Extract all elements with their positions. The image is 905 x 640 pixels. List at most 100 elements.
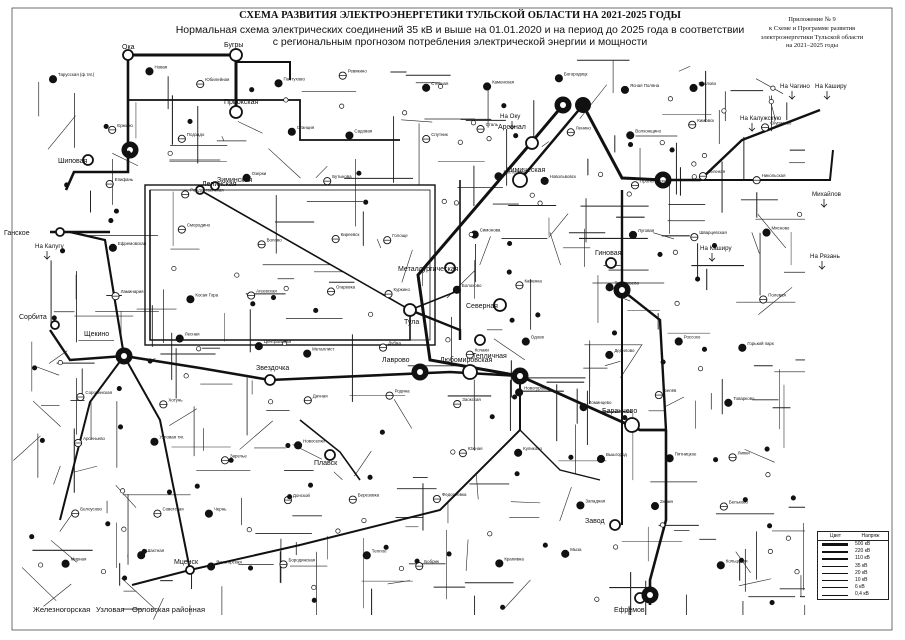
tap-node xyxy=(691,161,697,167)
line-110kv xyxy=(315,165,328,178)
substation-label: Восточная xyxy=(504,169,526,174)
direction-arrow xyxy=(43,251,51,260)
tap-node xyxy=(697,366,704,372)
tap-node xyxy=(167,150,173,156)
substation-label-key: Мценск xyxy=(174,559,199,566)
line-110kv xyxy=(758,287,793,315)
substation-label: Сталь xyxy=(486,122,499,127)
substation-label: Богородицк xyxy=(564,71,588,76)
tap-node xyxy=(489,414,495,420)
line-110kv xyxy=(493,338,525,361)
substation-label: Бельково xyxy=(729,500,749,505)
tap-node xyxy=(446,551,452,557)
substation-label: Пастухово xyxy=(284,76,306,81)
tap-node xyxy=(108,218,114,224)
tap-node xyxy=(768,99,774,105)
line-110kv xyxy=(653,232,675,240)
tap-node xyxy=(120,488,126,494)
substation-label: Хотунь xyxy=(168,397,183,402)
substation-label: Садовая xyxy=(354,129,372,134)
substation-label-key: Бугры xyxy=(224,42,243,49)
substation-node xyxy=(494,172,503,181)
substation-label: Станция xyxy=(297,125,315,130)
substation-node-key xyxy=(195,185,205,195)
substation-label: Дачная xyxy=(313,393,328,398)
substation-label: Донской xyxy=(293,493,310,498)
legend-line-swatch xyxy=(818,543,851,547)
tap-node xyxy=(313,307,319,314)
substation-label: Ленино xyxy=(576,125,592,130)
appendix-line: электроэнергетики Тульской области xyxy=(760,33,864,41)
power-plant-core xyxy=(619,287,625,293)
power-plant-core xyxy=(517,373,523,379)
substation-node-key xyxy=(403,303,417,317)
line-110kv xyxy=(43,583,72,607)
tap-node xyxy=(500,604,506,610)
tap-node xyxy=(361,517,367,524)
legend-row: 110 кВ xyxy=(818,555,888,562)
tap-node xyxy=(701,153,708,159)
tap-node xyxy=(764,446,770,452)
line-110kv xyxy=(333,471,343,480)
substation-label: Шварцевская xyxy=(699,230,727,235)
tap-node xyxy=(453,200,459,206)
line-220kv xyxy=(519,374,666,432)
substation-label: Тарусская (ф.тяг.) xyxy=(58,72,95,77)
tap-node xyxy=(660,359,666,365)
substation-label: Крапивна xyxy=(504,556,524,561)
substation-node xyxy=(514,448,523,457)
legend-row: 10 кВ xyxy=(818,577,888,584)
substation-node-key xyxy=(82,154,94,166)
substation-label-key: Лаврово xyxy=(382,357,410,364)
tap-node xyxy=(613,544,619,550)
substation-label: Рождественская xyxy=(190,187,224,192)
substation-label: Никольская xyxy=(762,173,786,178)
direction-label: На Каширу xyxy=(815,83,847,90)
legend-line-swatch xyxy=(818,550,851,553)
substation-label: Куркино xyxy=(394,287,411,292)
line-220kv xyxy=(49,329,125,362)
tap-node xyxy=(283,285,289,292)
tap-node xyxy=(701,346,708,352)
substation-label: Бородинская xyxy=(288,557,315,562)
substation-label: Белёв xyxy=(664,388,677,393)
appendix-note: Приложение № 9 к Схеме и Программе разви… xyxy=(737,16,887,51)
substation-label-key: Звездочка xyxy=(256,365,289,372)
tap-node xyxy=(667,96,673,102)
line-110kv xyxy=(579,84,608,119)
substation-label: Кочаки xyxy=(475,348,490,353)
substation-node xyxy=(422,83,431,92)
direction-label: Михайлов xyxy=(812,191,842,198)
diagram-subtitle-line1: Нормальная схема электрических соединени… xyxy=(175,24,745,36)
tap-node xyxy=(250,301,256,307)
line-110kv xyxy=(47,115,76,150)
tap-node xyxy=(249,87,255,93)
substation-label: Сорочинская xyxy=(85,390,112,395)
direction-label: На Чагино xyxy=(780,83,810,90)
tap-node xyxy=(187,118,193,125)
tap-node xyxy=(64,182,70,188)
tap-node xyxy=(113,208,119,214)
line-110kv xyxy=(548,213,569,238)
legend-row: 500 кВ xyxy=(818,541,888,548)
tap-node xyxy=(141,548,147,554)
substation-node xyxy=(108,243,117,252)
substation-node xyxy=(345,131,354,140)
substation-node xyxy=(61,559,70,568)
line-110kv xyxy=(50,540,77,563)
legend-voltage-label: 6 кВ xyxy=(855,584,865,591)
tap-node xyxy=(695,276,701,282)
substation-label: Березовка xyxy=(358,493,380,498)
line-220kv xyxy=(123,355,191,571)
substation-label: Россохо xyxy=(684,334,701,339)
tap-node xyxy=(247,565,254,571)
appendix-line: к Схеме и Программе развития xyxy=(768,24,856,32)
line-220kv xyxy=(648,430,668,605)
tap-node xyxy=(659,140,665,146)
appendix-line: на 2021–2025 годы xyxy=(785,42,839,50)
tap-node xyxy=(171,265,177,272)
tap-node xyxy=(501,103,507,109)
substation-label: Центральная xyxy=(264,339,292,344)
region-block-tula-inner xyxy=(149,189,431,341)
